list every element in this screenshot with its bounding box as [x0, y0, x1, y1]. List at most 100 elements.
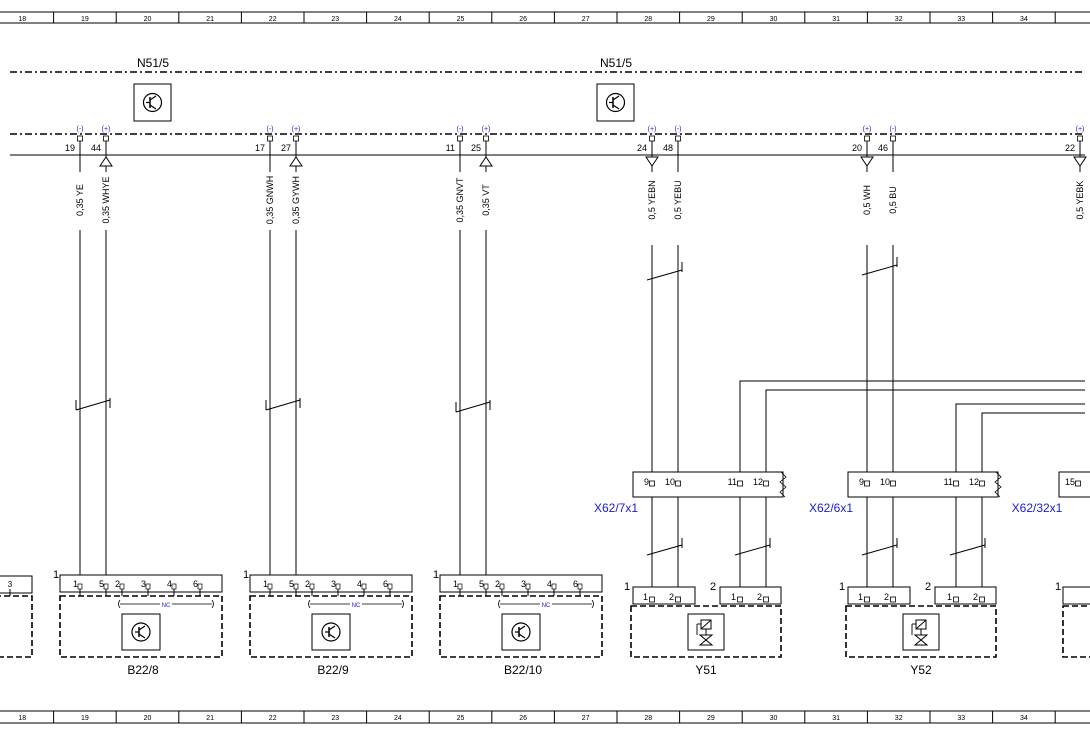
pin-contact: [890, 135, 896, 142]
wire-label: 0,35 WHYE: [101, 176, 111, 223]
wire-label: 0,5 BU: [888, 186, 898, 214]
ruler-column-number: 25: [457, 16, 465, 23]
ruler-column-number: 30: [770, 715, 778, 722]
module-pins: (-) 19 0,35 YE (+) 44 0,35 WHYE (-)170,35 GNWH…: [65, 126, 1087, 232]
component-label: B22/9: [317, 663, 349, 677]
module-pin: (-)170,35 GNWH: [255, 126, 275, 232]
sensor-pin-number: 2: [115, 579, 120, 589]
plug-number: 1: [433, 569, 439, 581]
sensor-pin-number: 4: [357, 579, 362, 589]
module-n51-5: N51/5 N51/5: [10, 56, 1085, 156]
transistor-icon: [596, 83, 635, 122]
plug-number: 1: [53, 569, 59, 581]
sensor-pin-number: 5: [289, 579, 294, 589]
connector-pin-number: 10: [665, 477, 675, 487]
ruler-column-number: 19: [81, 16, 89, 23]
sensor-pin-number: 3: [521, 579, 526, 589]
pin-number: 44: [91, 143, 101, 153]
sensor-pin-number: 6: [193, 579, 198, 589]
ruler-column-number: 24: [394, 715, 402, 722]
valve-pin-number: 1: [643, 592, 648, 602]
partial-right-component: 1: [1055, 581, 1090, 658]
pin-number: 46: [878, 143, 888, 153]
pin-contact: [293, 135, 299, 142]
ruler-column-number: 28: [644, 715, 652, 722]
pin-contact: [483, 135, 489, 142]
connector-pin-number: 11: [728, 477, 737, 487]
plug-number: 2: [925, 581, 931, 593]
connector-pin-number: 9: [859, 477, 864, 487]
pin-number: 48: [663, 143, 673, 153]
pin-number: 11: [446, 143, 455, 153]
valve-pin-number: 1: [947, 592, 952, 602]
ruler-column-number: 19: [81, 715, 89, 722]
component-label: B22/8: [127, 663, 159, 677]
ruler-column-number: 32: [895, 16, 903, 23]
pin-contact: [675, 135, 681, 142]
sensor-pin-number: 4: [167, 579, 172, 589]
pin-polarity: (-): [267, 126, 274, 133]
module-pin: (-)110,35 GNVT: [446, 126, 465, 232]
module-pin: (-)190,35 YE: [65, 126, 85, 232]
ruler-column-number: 20: [144, 16, 152, 23]
signal-arrow-down: [1073, 156, 1087, 167]
module-pin: (+)270,35 GYWH: [281, 126, 303, 232]
ruler-column-number: 24: [394, 16, 402, 23]
pin-contact: [103, 135, 109, 142]
signal-arrow-down: [645, 156, 659, 167]
ruler-column-number: 22: [269, 715, 277, 722]
ruler-column-number: 28: [644, 16, 652, 23]
ruler-column-number: 26: [519, 16, 527, 23]
ruler-column-number: 18: [18, 715, 26, 722]
ruler-column-number: 34: [1020, 715, 1028, 722]
sensor-pin-number: 1: [73, 579, 78, 589]
ruler-column-number: 31: [832, 715, 840, 722]
pin-number: 19: [65, 143, 75, 153]
ruler-column-number: 22: [269, 16, 277, 23]
ruler-column-number: 33: [957, 16, 965, 23]
pin-number: 22: [1065, 143, 1075, 153]
ruler-column-number: 26: [519, 715, 527, 722]
valve-pin-number: 2: [757, 592, 762, 602]
valve-pin-number: 2: [973, 592, 978, 602]
ruler-column-number: 30: [770, 16, 778, 23]
pin-polarity: (-): [890, 126, 897, 133]
wire-label: 0,35 GYWH: [291, 176, 301, 224]
module-pin: (+)200,5 WH: [852, 126, 874, 232]
module-label-left: N51/5: [137, 56, 169, 70]
transistor-icon: [501, 613, 541, 651]
module-pin: (-)480,5 YEBU: [663, 126, 683, 232]
wire-label: 0,35 YE: [75, 184, 85, 216]
pin-contact: [649, 135, 655, 142]
pin-polarity: (+): [1076, 126, 1085, 133]
sensor-pin-number: 3: [141, 579, 146, 589]
pin-number: 24: [637, 143, 647, 153]
plug-number: 1: [243, 569, 249, 581]
module-pin: (+)240,5 YEBN: [637, 126, 659, 232]
connector-pin-number: 12: [753, 477, 763, 487]
connector-label: X62/32x1: [1012, 501, 1063, 515]
ruler-column-number: 27: [582, 16, 590, 23]
ruler-column-number: 27: [582, 715, 590, 722]
ruler-column-number: 21: [206, 715, 214, 722]
pin-polarity: (-): [457, 126, 464, 133]
valve-pin-number: 2: [669, 592, 674, 602]
ruler-column-number: 21: [206, 16, 214, 23]
wire-label: 0,5 WH: [862, 185, 872, 215]
pin-contact: [457, 135, 463, 142]
ruler-column-number: 32: [895, 715, 903, 722]
pin-polarity: (+): [102, 126, 111, 133]
pin-contact: [267, 135, 273, 142]
sensor-pin-number: 5: [479, 579, 484, 589]
valve-pin-number: 1: [731, 592, 736, 602]
